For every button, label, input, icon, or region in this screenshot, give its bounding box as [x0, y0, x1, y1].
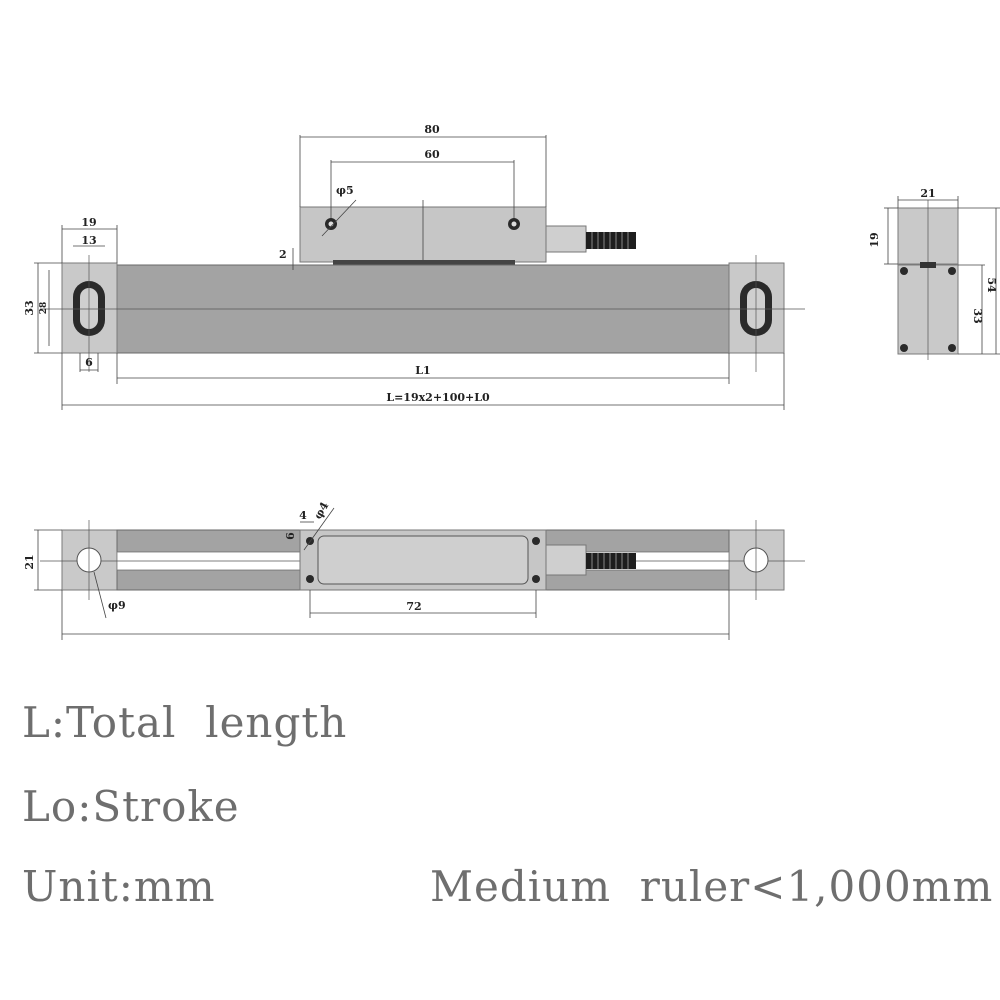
dim-hole-spacing: 60: [424, 148, 440, 161]
dim-l1: L1: [415, 364, 430, 377]
bottom-dim-reader-spacing: 72: [406, 600, 421, 613]
legend-key: Unit: [22, 862, 119, 911]
legend-separator: :: [118, 862, 134, 911]
legend-key: Lo: [22, 782, 78, 831]
side-dim-width: 21: [920, 187, 935, 200]
bottom-view: 21 4 6 φ4 φ9 72: [23, 499, 805, 640]
dim-edge-offset: 6: [85, 356, 93, 369]
dim-total-length: L=19x2+100+L0: [386, 391, 490, 404]
dim-gap: 2: [279, 248, 287, 261]
bottom-reader-window: [317, 535, 529, 585]
bottom-dim-height: 21: [23, 554, 36, 569]
legend-total-length: L:Total length: [22, 698, 347, 747]
reader-base: [333, 260, 515, 265]
dim-height: 33: [23, 300, 36, 315]
legend-value: Stroke: [92, 782, 240, 831]
legend-separator: :: [50, 698, 67, 747]
side-dim-top-height: 19: [868, 232, 881, 247]
legend-value: mm: [133, 862, 216, 911]
legend-separator: :: [77, 782, 93, 831]
legend-value: Total length: [66, 698, 348, 747]
dim-reader-width: 80: [424, 123, 440, 136]
bottom-dim-hole-offset-h: 4: [299, 509, 307, 522]
bottom-dim-mount-hole: φ9: [108, 599, 126, 612]
bottom-dim-small-hole: φ4: [311, 499, 331, 521]
bottom-dim-hole-offset-v: 6: [284, 532, 297, 540]
front-view: 80 60 φ5 2 19 13 33 28 6: [23, 123, 805, 410]
dim-hole-diameter: φ5: [336, 184, 354, 197]
legend-unit: Unit:mm: [22, 862, 216, 911]
dim-slot-width: 13: [81, 234, 96, 247]
legend-key: L: [22, 698, 51, 747]
side-view: 21 19 33 54: [868, 187, 1000, 360]
technical-drawing: 80 60 φ5 2 19 13 33 28 6: [23, 123, 1000, 640]
side-dim-total-height: 54: [985, 277, 998, 293]
legend-note: Medium ruler<1,000mm: [430, 862, 994, 911]
dim-inner-height: 28: [39, 302, 49, 315]
cable-connector: [545, 225, 587, 253]
side-dim-body-height: 33: [971, 308, 984, 323]
legend-stroke: Lo:Stroke: [22, 782, 240, 831]
dim-end-width: 19: [81, 216, 96, 229]
